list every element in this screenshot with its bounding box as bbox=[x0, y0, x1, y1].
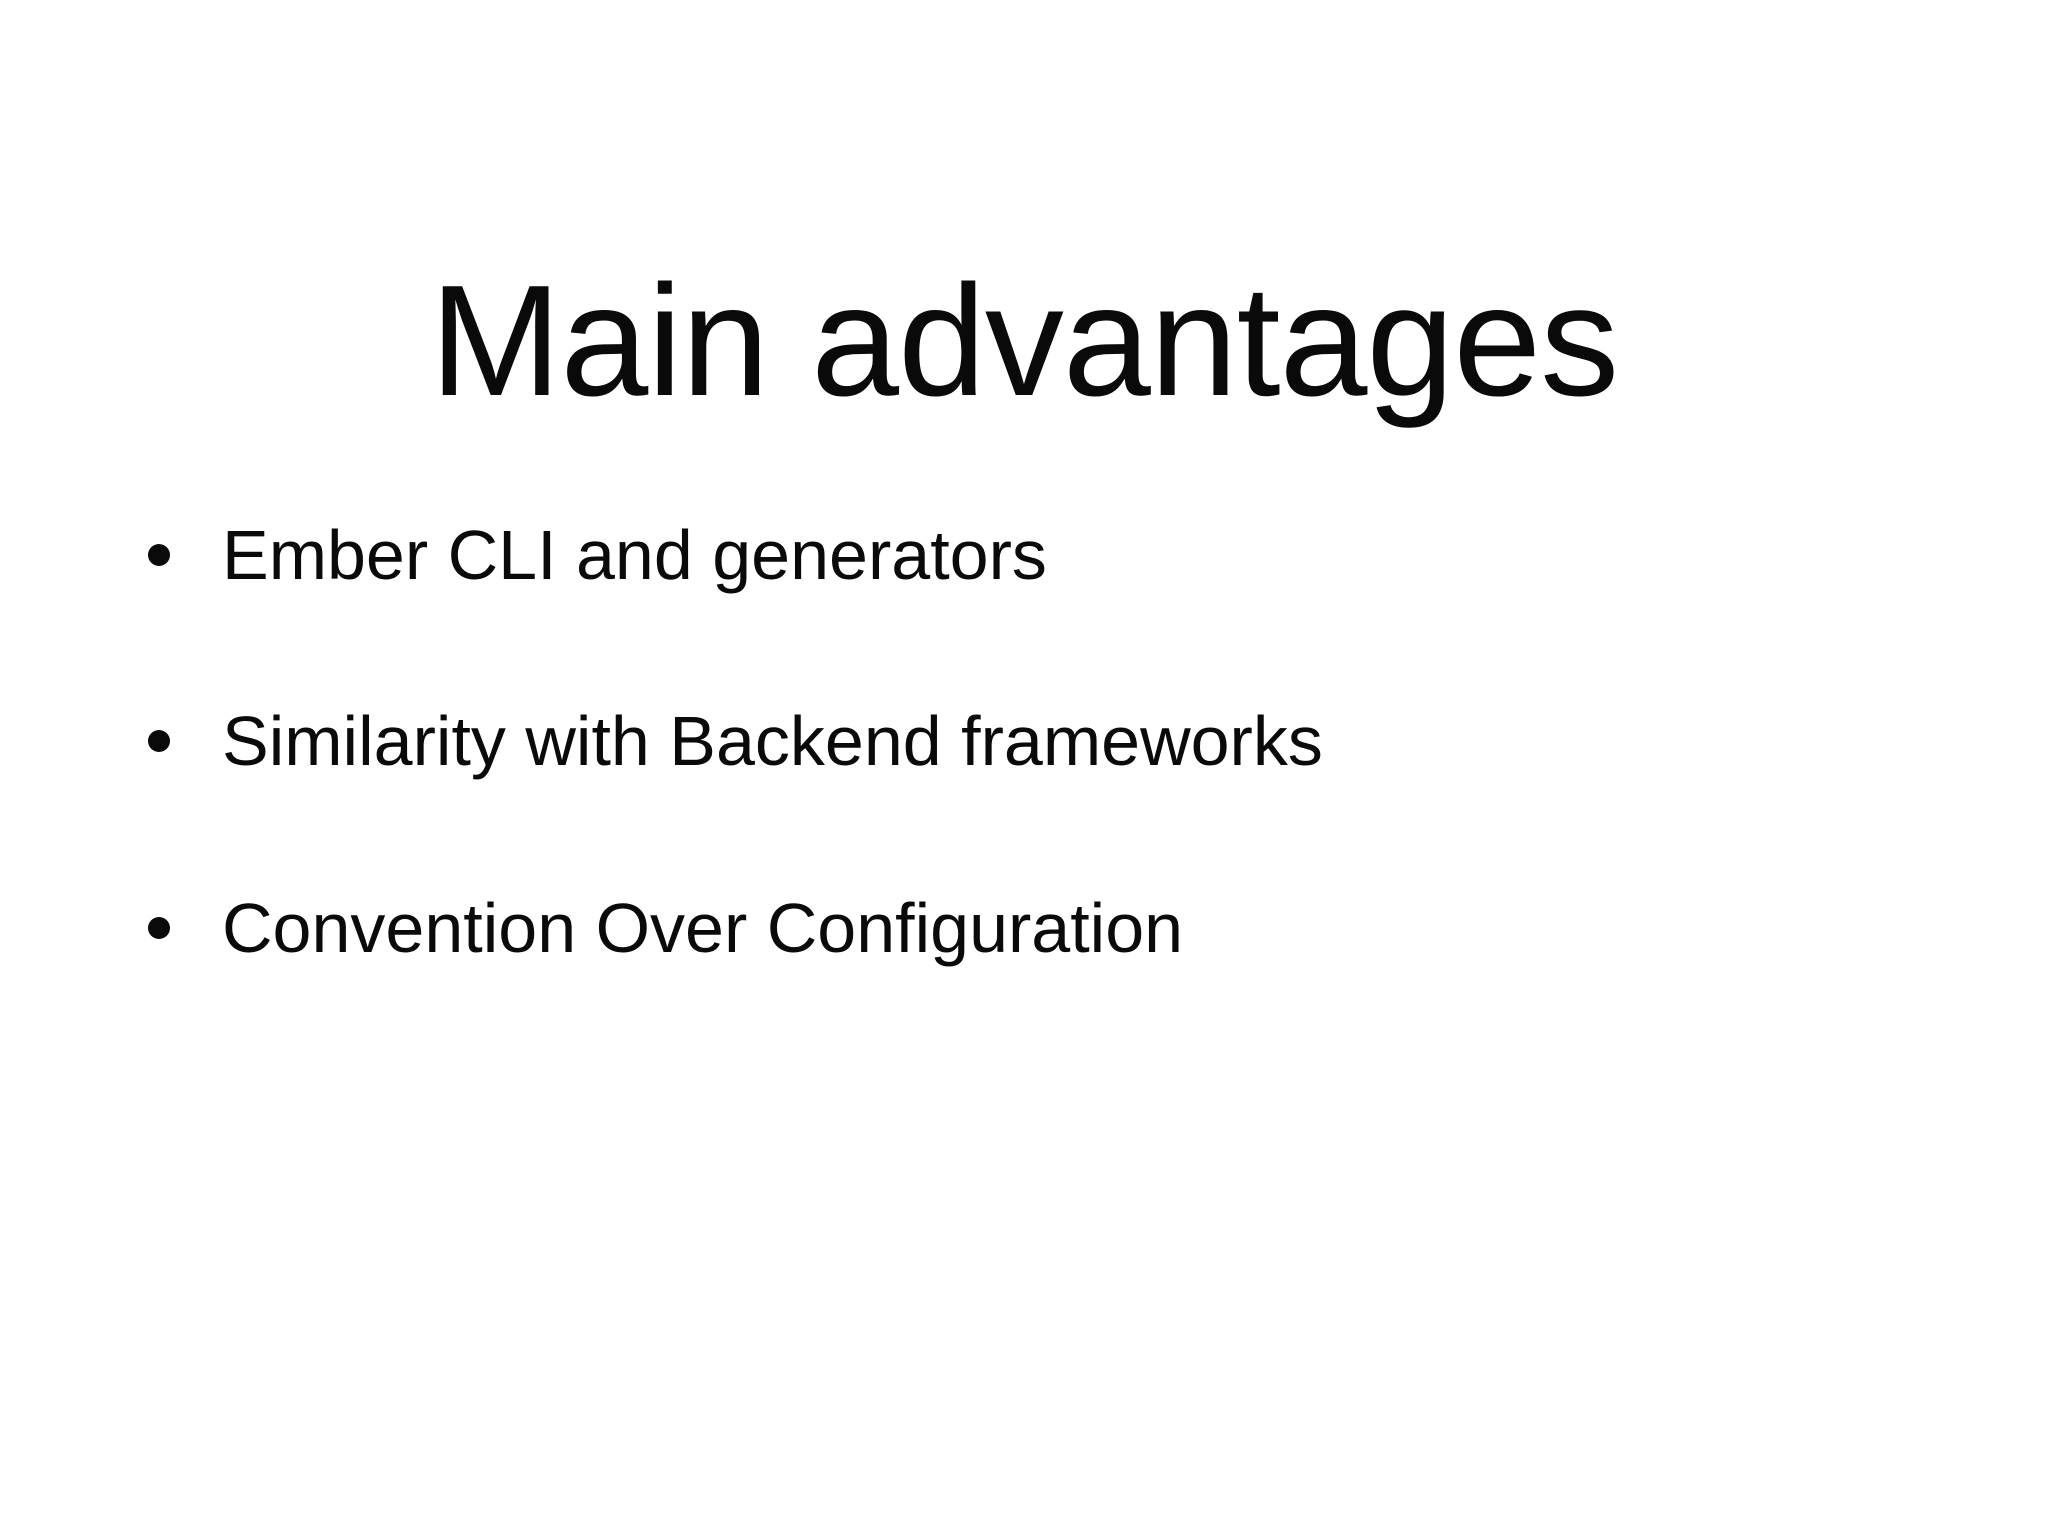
list-item: Ember CLI and generators bbox=[148, 516, 1848, 594]
slide-title: Main advantages bbox=[429, 252, 1619, 429]
bullet-dot-icon bbox=[148, 730, 170, 753]
bullet-item-label: Ember CLI and generators bbox=[222, 516, 1047, 594]
bullet-item-label: Convention Over Configuration bbox=[222, 888, 1184, 967]
bullet-dot-icon bbox=[148, 916, 170, 939]
bullet-list: Ember CLI and generators Similarity with… bbox=[148, 516, 1848, 967]
bullet-item-label: Similarity with Backend frameworks bbox=[222, 702, 1323, 781]
list-item: Similarity with Backend frameworks bbox=[148, 702, 1848, 780]
bullet-dot-icon bbox=[148, 544, 170, 566]
list-item: Convention Over Configuration bbox=[148, 889, 1848, 967]
